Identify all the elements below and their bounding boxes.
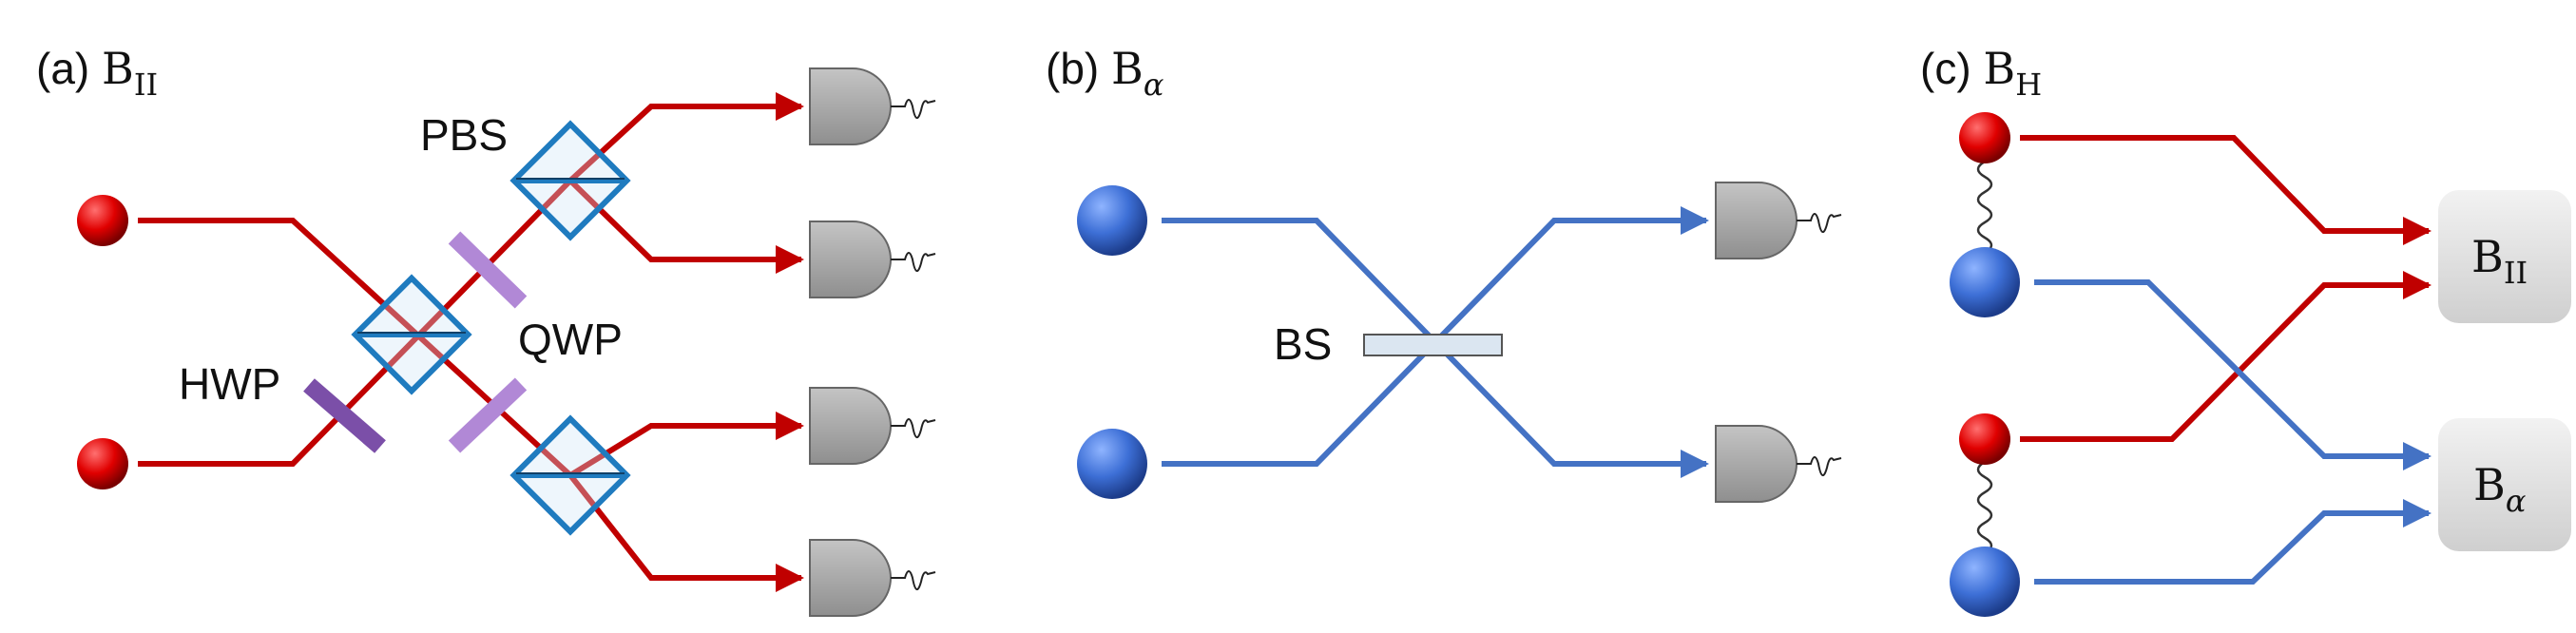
- photon-red-c2: [1959, 413, 2010, 465]
- box-b2-label: BII: [2471, 231, 2528, 291]
- photon-red-bottom: [77, 438, 128, 489]
- photon-blue-c1: [1950, 247, 2020, 317]
- panel-a: (a) BII PBS QWP HWP: [36, 43, 936, 617]
- box-b2: [2438, 190, 2571, 323]
- photon-blue-top: [1077, 185, 1147, 256]
- box-ba: [2438, 418, 2571, 551]
- qwp-label: QWP: [518, 315, 623, 364]
- panel-b: (b) Bα BS: [1046, 43, 1842, 503]
- hwp-plate: [303, 378, 386, 453]
- red-paths-c: [2020, 135, 2432, 442]
- detector-a2: [809, 221, 936, 298]
- panel-a-label: (a) BII: [36, 43, 158, 103]
- panel-b-label: (b) Bα: [1046, 43, 1163, 103]
- qwp-plate-bottom: [448, 377, 528, 453]
- photon-blue-bottom: [1077, 429, 1147, 499]
- detector-a4: [809, 539, 936, 617]
- detector-a3: [809, 387, 936, 465]
- detector-a1: [809, 67, 936, 145]
- box-ba-label: Bα: [2473, 459, 2526, 519]
- hwp-label: HWP: [179, 359, 280, 409]
- photon-blue-c2: [1950, 547, 2020, 617]
- beam-splitter: [1363, 334, 1503, 356]
- photon-red-c1: [1959, 112, 2010, 163]
- photon-red-top: [77, 195, 128, 246]
- blue-paths-c: [2034, 279, 2432, 585]
- pbs-label: PBS: [420, 110, 508, 160]
- panel-c-label: (c) BH: [1920, 43, 2042, 103]
- detector-b2: [1715, 425, 1842, 503]
- bs-label: BS: [1274, 319, 1332, 369]
- qwp-plate-top: [448, 231, 528, 309]
- red-beam-paths: [138, 92, 804, 592]
- entanglement-spring-bottom: [1976, 460, 1993, 555]
- panel-c: (c) BH BII Bα: [1920, 43, 2571, 617]
- detector-b1: [1715, 182, 1842, 259]
